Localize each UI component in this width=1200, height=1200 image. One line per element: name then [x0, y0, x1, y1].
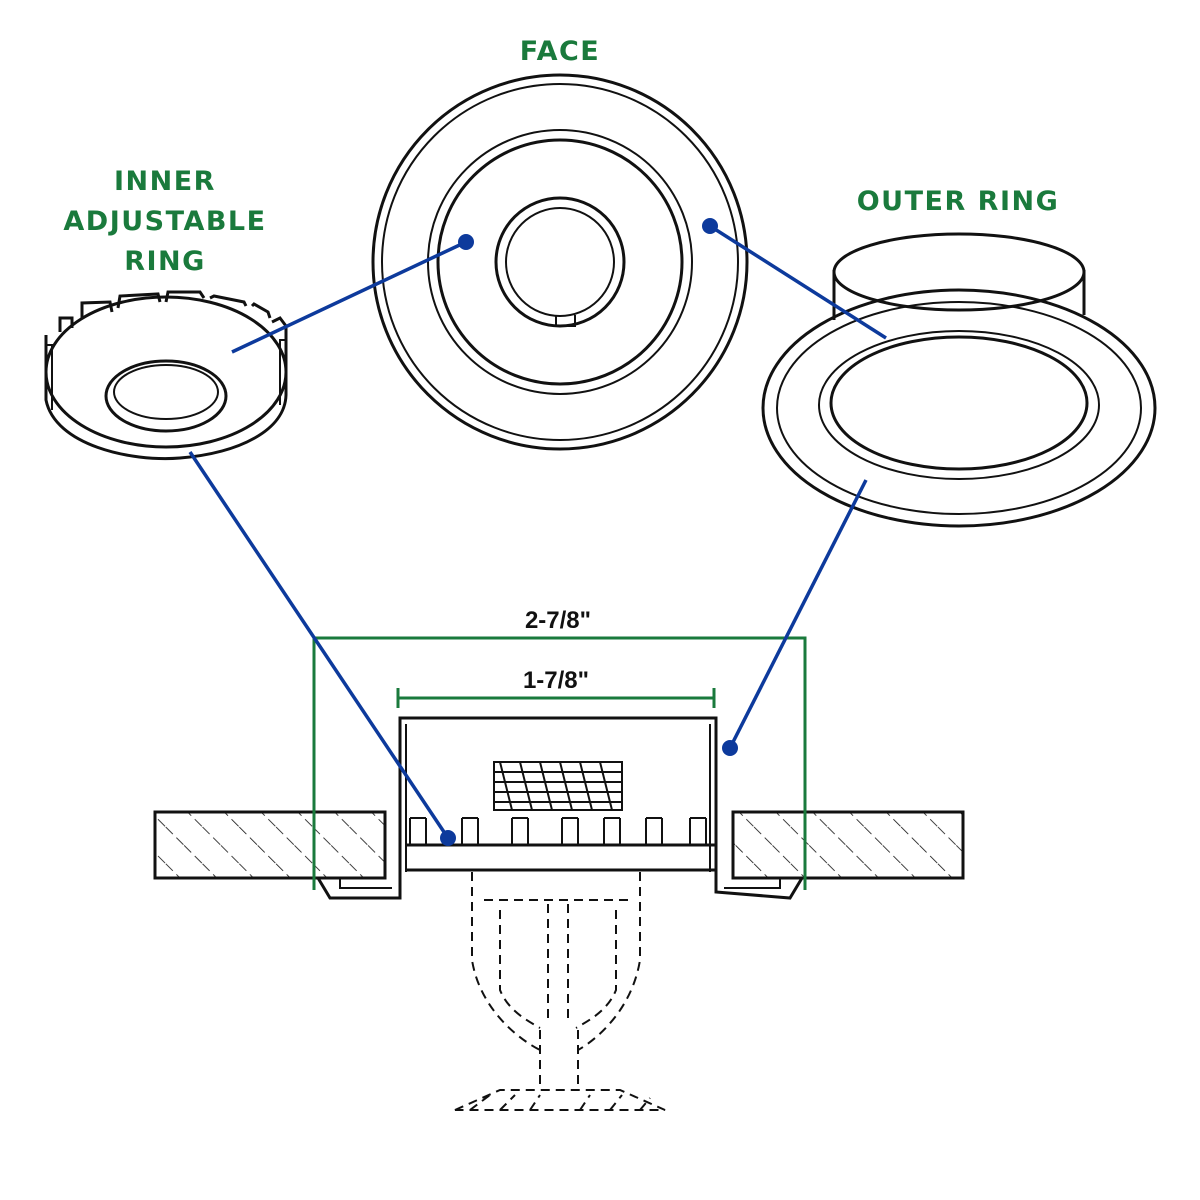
- outer-ring-section-marker: [722, 740, 738, 756]
- inner-ring-label-line1: INNER: [114, 166, 216, 197]
- outer-ring-drawing: [761, 232, 1157, 528]
- inner-ring-label-line3: RING: [124, 246, 206, 277]
- leader-lines: [188, 218, 887, 846]
- inner-ring-section-marker: [440, 830, 456, 846]
- outer-dimension: [312, 636, 807, 890]
- face-plate-drawing: [371, 73, 749, 451]
- inner-dimension: [396, 688, 716, 708]
- outer-dimension-label: 2-7/8": [525, 607, 591, 634]
- face-label: FACE: [520, 36, 601, 67]
- inner-dimension-label: 1-7/8": [523, 667, 589, 694]
- outer-ring-label: OUTER RING: [857, 186, 1060, 217]
- face-outer-marker: [702, 218, 718, 234]
- face-inner-marker: [458, 234, 474, 250]
- inner-adjustable-ring-drawing: [44, 290, 288, 461]
- inner-ring-label-line2: ADJUSTABLE: [63, 206, 266, 237]
- ceiling-section-drawing: [153, 716, 965, 1111]
